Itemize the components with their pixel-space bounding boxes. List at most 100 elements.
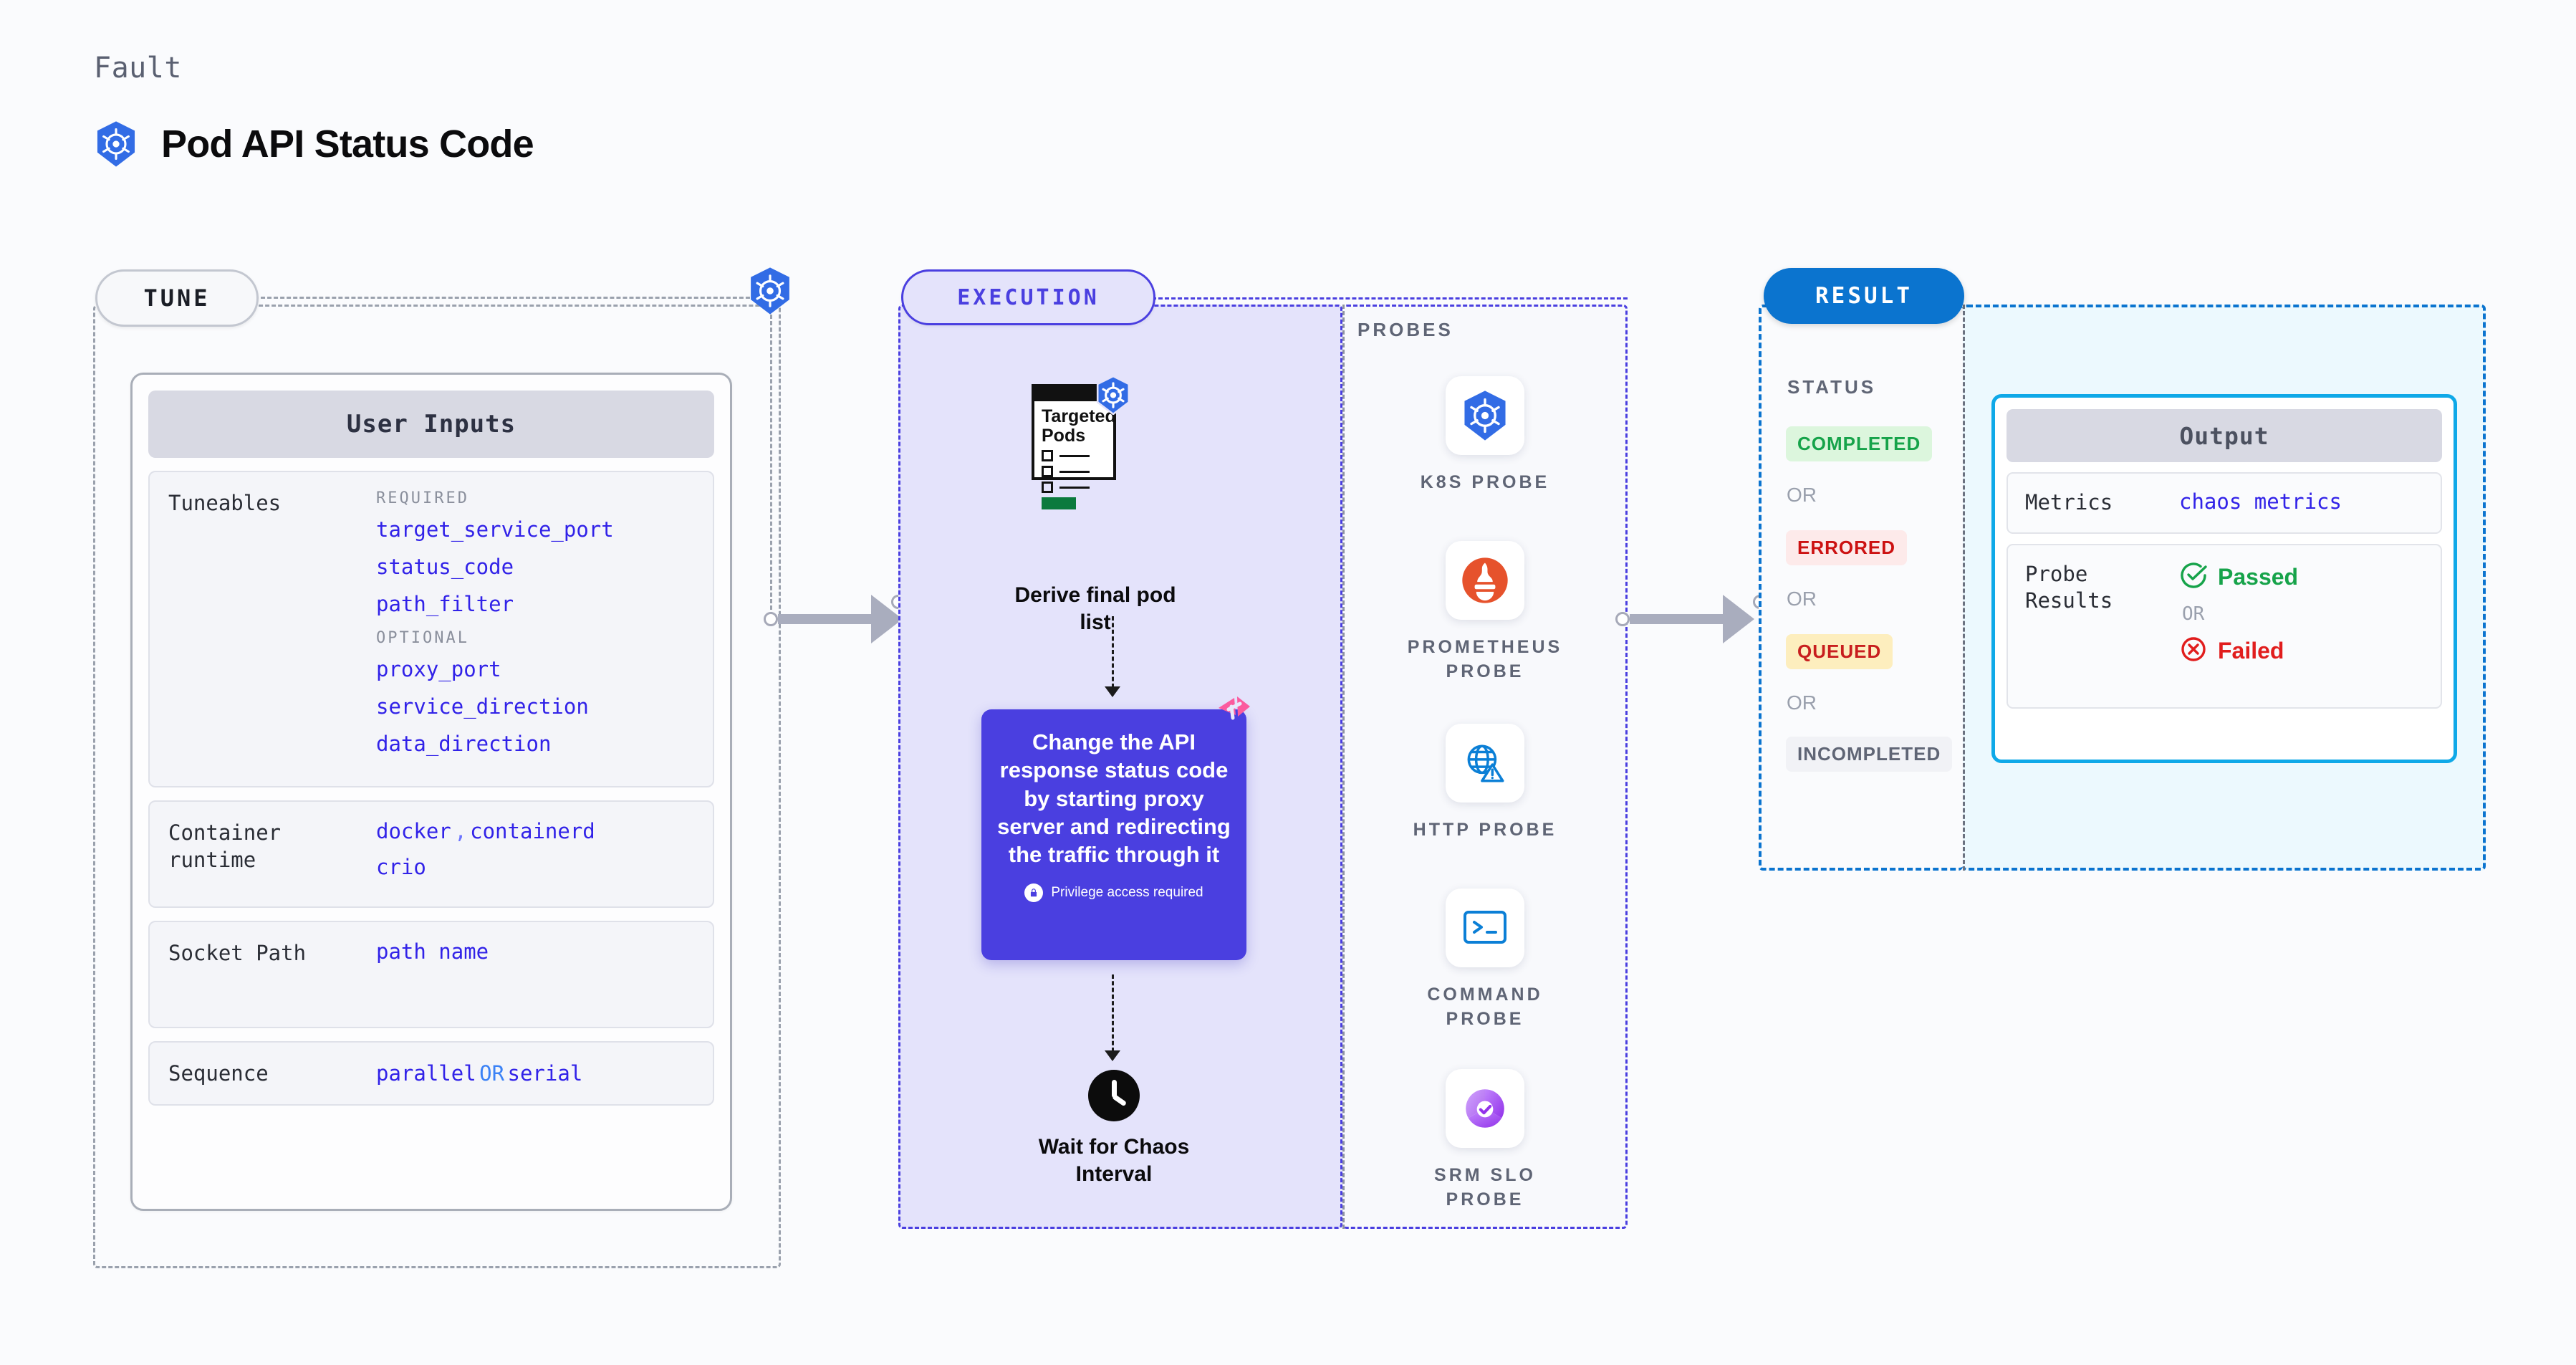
- metrics-label: Metrics: [2025, 490, 2113, 514]
- tuneables-label: Tuneables: [168, 491, 282, 515]
- result-status-frame: [1759, 305, 1963, 871]
- probe-srm-slo[interactable]: SRM SLO PROBE: [1399, 1069, 1571, 1212]
- output-title: Output: [2007, 409, 2442, 462]
- passed-label: Passed: [2218, 563, 2299, 590]
- connector-dot: [764, 612, 778, 626]
- socket-path-value[interactable]: path name: [376, 939, 489, 964]
- metrics-value[interactable]: chaos metrics: [2179, 489, 2342, 514]
- page-title: Pod API Status Code: [161, 123, 534, 166]
- runtime-containerd[interactable]: containerd: [470, 819, 595, 843]
- output-panel: Output Metrics chaos metrics Probe Resul…: [1991, 394, 2457, 763]
- sequence-parallel[interactable]: parallel: [376, 1061, 476, 1086]
- doc-checklist: [1034, 446, 1113, 493]
- failed-label: Failed: [2218, 637, 2284, 664]
- connector-bar: [778, 614, 873, 624]
- status-or-2: OR: [1787, 588, 1817, 610]
- sequence-label: Sequence: [168, 1061, 269, 1086]
- connector-dot: [1615, 612, 1630, 626]
- connector-arrowhead: [1723, 595, 1754, 643]
- action-node: Change the API response status code by s…: [981, 709, 1246, 960]
- connector-bar: [1630, 614, 1724, 624]
- tune-section-frame: [93, 305, 781, 1268]
- user-inputs-card: User Inputs Tuneables REQUIRED target_se…: [130, 373, 732, 1211]
- doc-green-bar: [1042, 497, 1076, 509]
- tuneable-proxy-port[interactable]: proxy_port: [376, 657, 501, 681]
- probe-prometheus-label: PROMETHEUS PROBE: [1407, 637, 1563, 681]
- clock-hand-hour: [1112, 1080, 1117, 1098]
- terminal-icon: [1446, 889, 1524, 967]
- probe-http[interactable]: HTTP PROBE: [1399, 724, 1571, 843]
- doc-line-dash: [1059, 454, 1090, 457]
- probe-command[interactable]: COMMAND PROBE: [1399, 889, 1571, 1032]
- wait-caption-line1: Wait for Chaos: [1038, 1135, 1190, 1159]
- wait-caption-line2: Interval: [1075, 1162, 1153, 1187]
- runtime-crio[interactable]: crio: [376, 855, 426, 879]
- tuneable-data-direction[interactable]: data_direction: [376, 732, 552, 756]
- probe-srm-slo-label: SRM SLO PROBE: [1434, 1165, 1536, 1210]
- sequence-values: parallel OR serial: [376, 1061, 694, 1086]
- sequence-or: OR: [479, 1061, 505, 1086]
- privilege-note: Privilege access required: [997, 883, 1231, 902]
- tuneable-target-service-port[interactable]: target_service_port: [376, 517, 614, 542]
- flow-arrow-2-head: [1105, 1050, 1120, 1061]
- probe-result-passed: Passed: [2179, 561, 2298, 593]
- container-runtime-label: Container runtime: [168, 820, 282, 873]
- clock-hand-minute: [1111, 1093, 1128, 1107]
- status-or-3: OR: [1787, 691, 1817, 714]
- execution-pill[interactable]: EXECUTION: [901, 269, 1155, 325]
- page-header: Pod API Status Code: [94, 120, 534, 168]
- required-group-header: REQUIRED: [376, 489, 469, 507]
- page-eyebrow: Fault: [94, 52, 182, 85]
- privilege-text: Privilege access required: [1051, 884, 1203, 900]
- probe-result-or: OR: [2182, 603, 2205, 625]
- probe-prometheus[interactable]: PROMETHEUS PROBE: [1399, 541, 1571, 684]
- targeted-pods-node: Targeted Pods: [1032, 375, 1130, 509]
- metrics-row: Metrics chaos metrics: [2007, 472, 2442, 534]
- doc-body: Targeted Pods: [1032, 401, 1116, 509]
- probe-k8s[interactable]: K8S PROBE: [1399, 376, 1571, 495]
- kubernetes-icon: [1095, 375, 1132, 418]
- chaos-flag-icon: [1214, 694, 1254, 734]
- result-inner-divider: [1963, 305, 1965, 871]
- doc-checkbox: [1042, 482, 1053, 493]
- globe-warning-icon: [1446, 724, 1524, 803]
- doc-title-line1: Targeted: [1042, 406, 1116, 426]
- connector-execution-to-result: [1615, 595, 1754, 643]
- runtime-docker[interactable]: docker: [376, 819, 451, 843]
- kubernetes-icon: [747, 267, 793, 319]
- probe-command-label: COMMAND PROBE: [1427, 985, 1543, 1029]
- doc-checkbox: [1042, 450, 1053, 461]
- flow-arrow-1-head: [1105, 686, 1120, 697]
- doc-checkbox: [1042, 466, 1053, 477]
- doc-title-line2: Pods: [1042, 426, 1086, 446]
- doc-line-dash: [1059, 470, 1090, 473]
- probes-label: PROBES: [1357, 319, 1453, 340]
- tuneable-path-filter[interactable]: path_filter: [376, 592, 514, 616]
- flow-arrow-1-line: [1112, 616, 1114, 688]
- probe-results-row: Probe Results Passed OR: [2007, 543, 2442, 709]
- doc-line-dash: [1059, 486, 1090, 489]
- flow-arrow-2-line: [1112, 974, 1114, 1052]
- connector-tune-to-execution: [764, 595, 903, 643]
- tune-pill[interactable]: TUNE: [95, 269, 259, 327]
- derive-pod-list-caption: Derive final pod list: [1014, 583, 1176, 635]
- lock-icon: [1024, 883, 1044, 902]
- probes-divider-line: [1342, 305, 1345, 1229]
- tune-right-dashed-line: [770, 308, 772, 616]
- prometheus-icon: [1446, 541, 1524, 620]
- tuneable-status-code[interactable]: status_code: [376, 555, 514, 579]
- runtime-separator: ,: [454, 819, 467, 843]
- socket-path-values: path name: [376, 939, 694, 964]
- probe-http-label: HTTP PROBE: [1413, 820, 1557, 840]
- status-or-1: OR: [1787, 484, 1817, 506]
- result-pill[interactable]: RESULT: [1764, 268, 1964, 324]
- user-inputs-title: User Inputs: [148, 391, 714, 458]
- action-text: Change the API response status code by s…: [997, 729, 1231, 868]
- tuneable-service-direction[interactable]: service_direction: [376, 694, 589, 719]
- clock-icon: [1088, 1070, 1140, 1121]
- x-circle-icon: [2179, 635, 2208, 667]
- container-runtime-values: docker , containerd crio: [376, 819, 694, 879]
- probe-results-values: Passed OR Failed: [2179, 561, 2298, 667]
- socket-path-row: Socket Path path name: [148, 921, 714, 1028]
- sequence-serial[interactable]: serial: [507, 1061, 583, 1086]
